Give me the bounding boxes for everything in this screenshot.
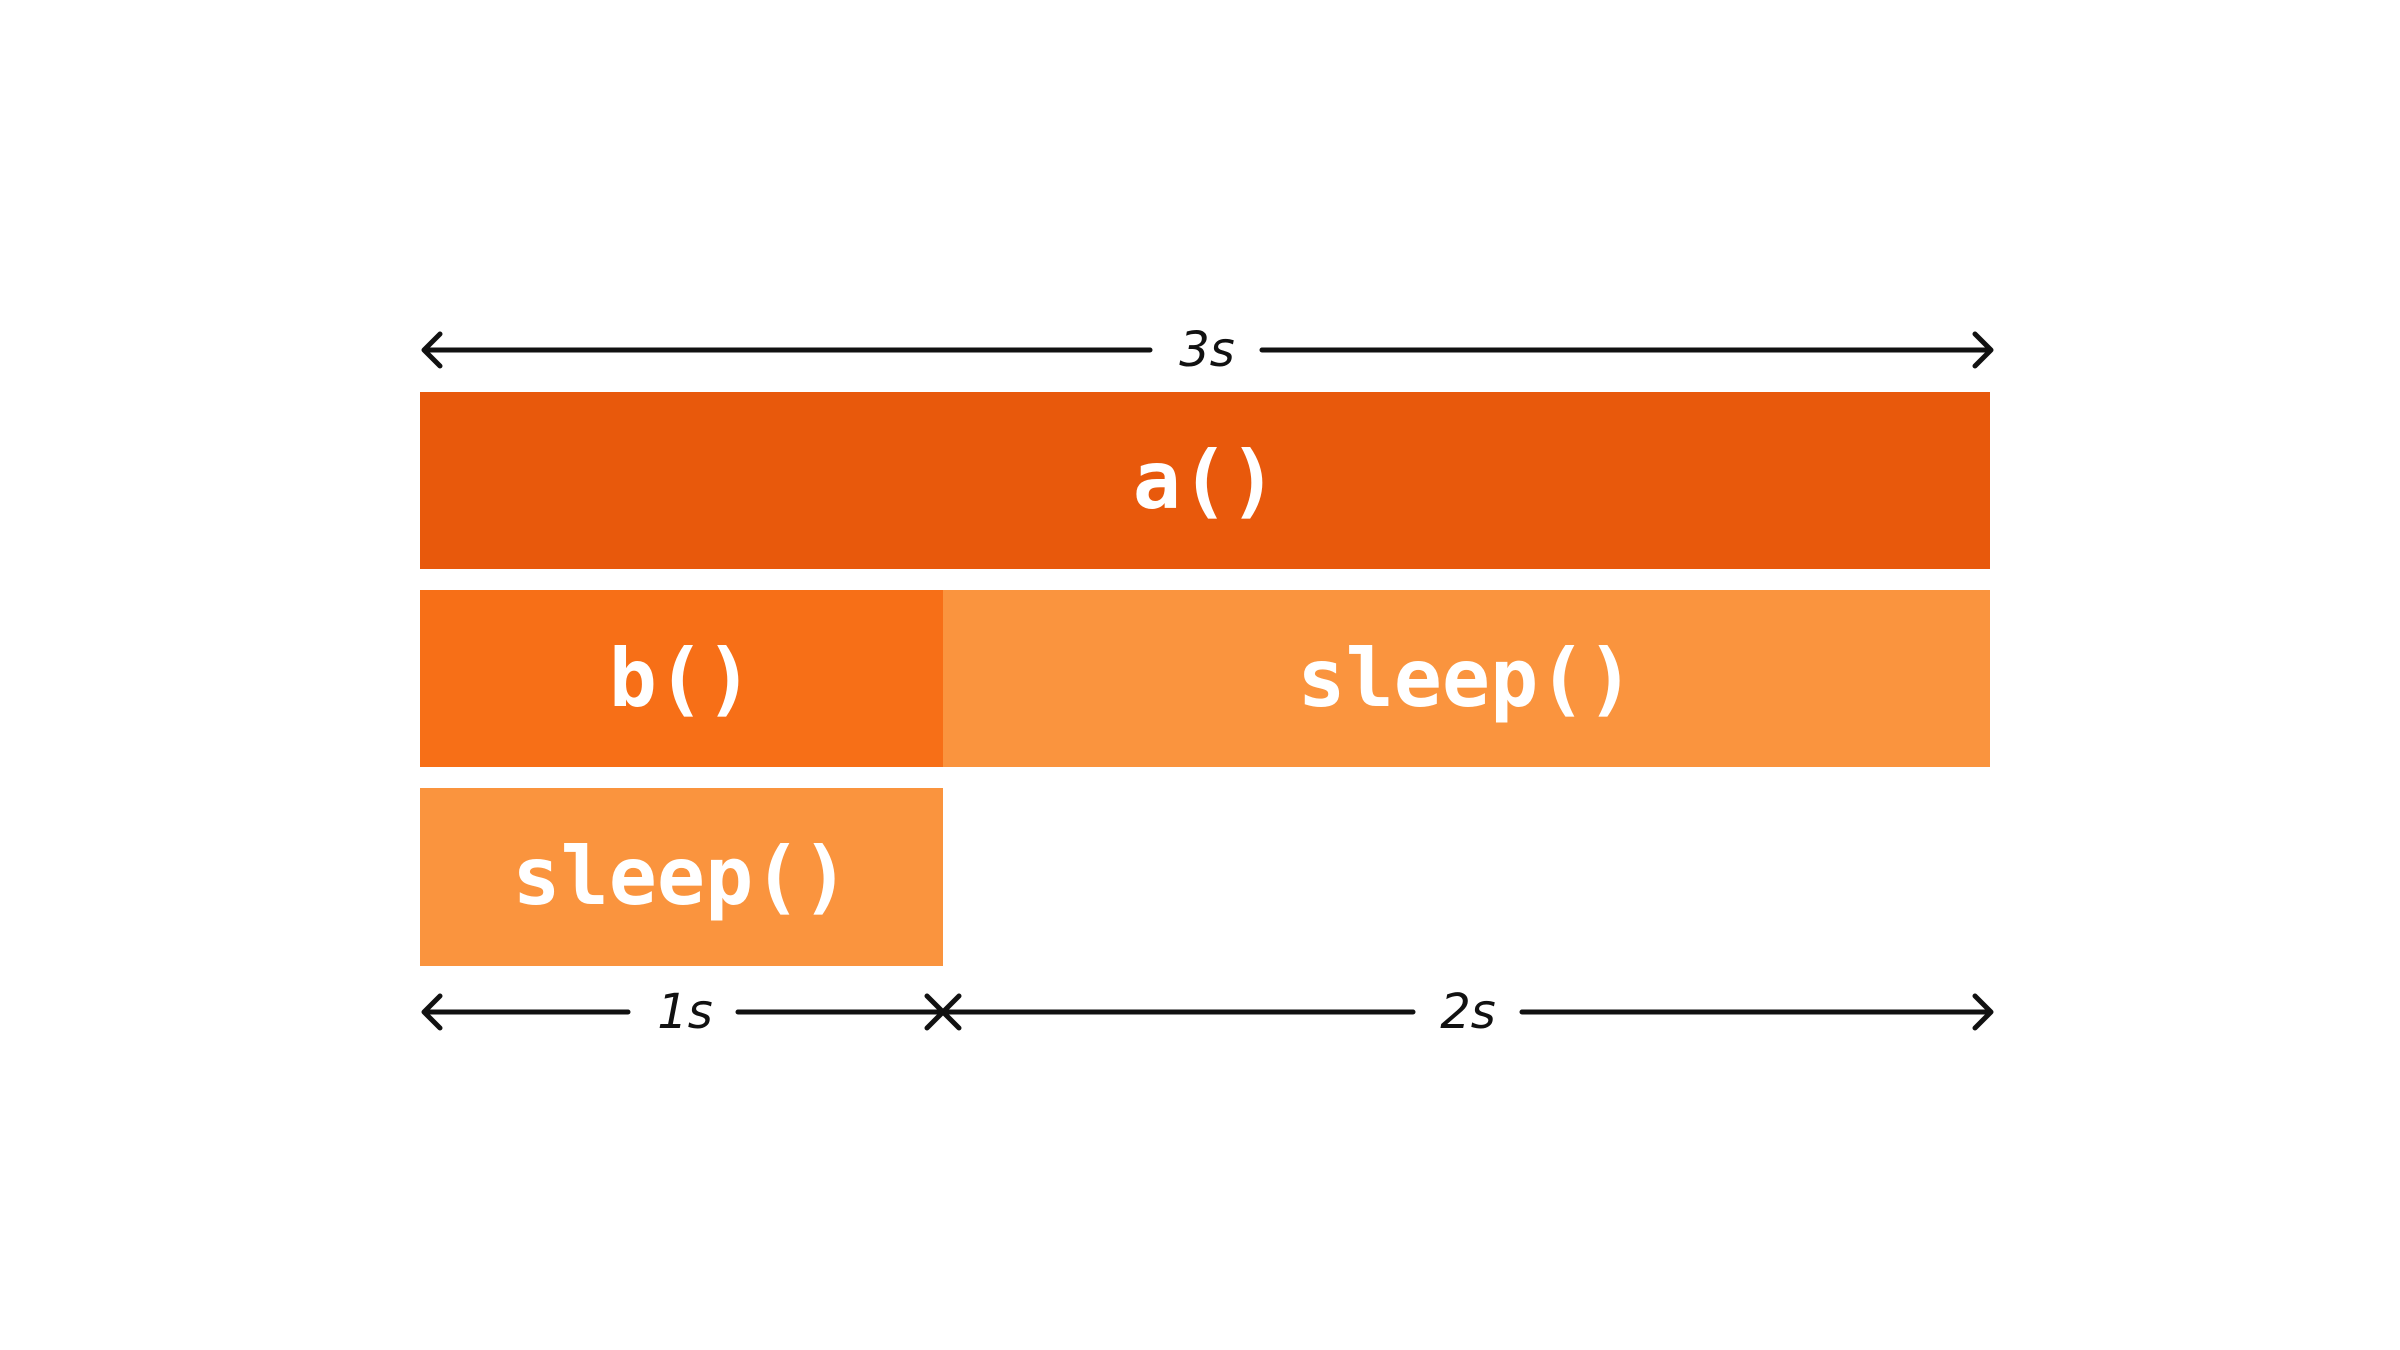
second-arrow-head-right-icon — [1972, 993, 1994, 1031]
block-sleep-short-bar — [420, 788, 943, 966]
block-b-label: b() — [609, 632, 754, 725]
block-sleep-long: sleep() — [943, 590, 1990, 767]
second-duration-label: 2s — [1440, 984, 1496, 1040]
arrow-head-left-icon — [421, 331, 443, 369]
block-sleep-short: sleep() — [420, 788, 943, 966]
split-duration-arrows: 1s 2s — [421, 984, 1994, 1040]
split-cross-icon-b — [924, 993, 962, 1031]
first-arrow-head-left-icon — [421, 993, 443, 1031]
first-duration-label: 1s — [657, 984, 713, 1040]
block-sleep-long-bar — [943, 590, 1990, 767]
block-a-bar — [420, 392, 1990, 569]
block-b-bar — [420, 590, 943, 767]
block-b: b() — [420, 590, 943, 767]
block-sleep-long-label: sleep() — [1297, 632, 1634, 725]
block-a: a() — [420, 392, 1990, 569]
block-sleep-short-label: sleep() — [512, 830, 849, 923]
total-duration-label: 3s — [1179, 322, 1235, 378]
arrow-head-right-icon — [1972, 331, 1994, 369]
total-duration-arrow: 3s — [421, 322, 1994, 378]
block-a-label: a() — [1133, 434, 1278, 527]
